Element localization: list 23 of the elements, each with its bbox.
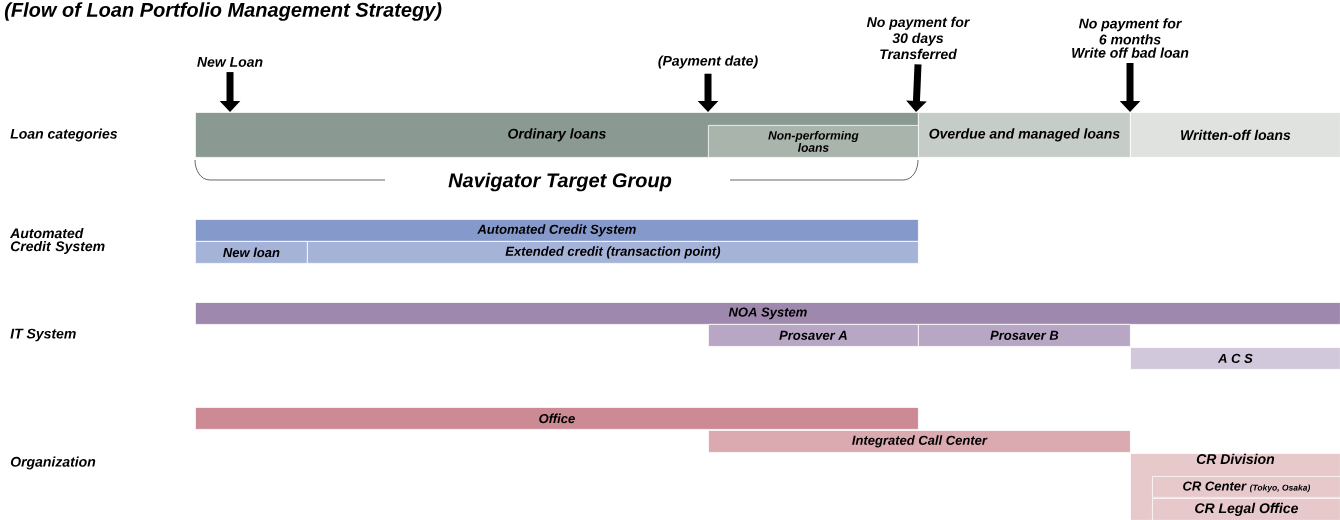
organization-bar: CR Legal Office [1152, 498, 1340, 520]
title: (Flow of Loan Portfolio Management Strategy) [4, 2, 442, 21]
organization-bar: Integrated Call Center [708, 430, 1131, 453]
system-bar: A C S [1130, 347, 1340, 370]
event-label: No payment for 30 days Transferred [866, 16, 970, 60]
row-label: Loan categories [10, 128, 118, 142]
loan-category-bar: Overdue and managed loans [918, 112, 1131, 158]
system-bar: Prosaver A [708, 324, 919, 347]
system-bar: New loan [195, 241, 308, 264]
system-bar: Automated Credit System [195, 219, 919, 242]
loan-category-bar: Non-performing loans [708, 125, 919, 158]
organization-bar: CR Center (Tokyo, Osaka) [1152, 476, 1340, 498]
group-label: Navigator Target Group [448, 172, 672, 192]
row-label: Organization [10, 456, 96, 470]
system-bar: NOA System [195, 302, 1340, 325]
event-label: (Payment date) [658, 55, 758, 69]
row-label: Automated Credit System [9, 227, 105, 254]
row-label: IT System [10, 328, 76, 342]
organization-bar: Office [195, 407, 919, 430]
event-label: New Loan [197, 57, 263, 67]
system-bar: Prosaver B [918, 324, 1131, 347]
event-label: No payment for 6 months Write off bad loan [1072, 18, 1189, 58]
loan-category-bar: Written-off loans [1130, 112, 1340, 158]
